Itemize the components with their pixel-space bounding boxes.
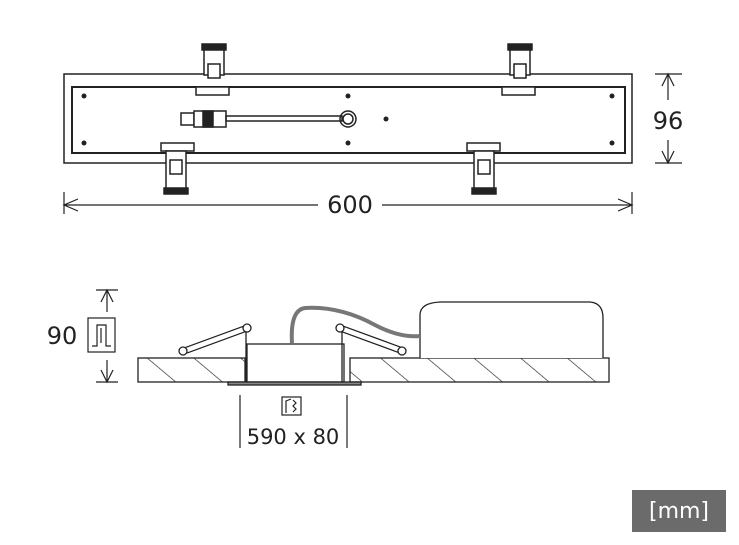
housing xyxy=(246,343,345,383)
dimension-width xyxy=(655,72,682,165)
recess-depth-icon xyxy=(87,317,116,353)
dimension-height xyxy=(87,288,118,384)
side-view xyxy=(137,301,610,386)
ceiling-left xyxy=(137,357,246,383)
ceiling-right xyxy=(349,357,610,383)
dimension-length xyxy=(62,192,634,214)
driver-box xyxy=(419,301,604,358)
cutout-dimension xyxy=(239,395,348,448)
cutout-label: 590 x 80 xyxy=(247,425,340,449)
clip-top-left xyxy=(195,43,230,96)
height-label: 90 xyxy=(47,322,78,350)
clip-bottom-right xyxy=(466,142,501,195)
top-view xyxy=(63,43,633,195)
width-label: 96 xyxy=(653,107,684,135)
cutout-icon xyxy=(281,396,302,416)
cable xyxy=(289,305,421,344)
luminaire-outline xyxy=(63,73,633,164)
inner-frame xyxy=(71,86,626,154)
length-label: 600 xyxy=(327,191,373,219)
connector xyxy=(180,110,357,128)
unit-badge: [mm] xyxy=(632,490,726,532)
trim-plate xyxy=(227,381,362,386)
mounting-holes xyxy=(81,93,615,146)
clip-top-right xyxy=(501,43,536,96)
clip-bottom-left xyxy=(160,142,195,195)
